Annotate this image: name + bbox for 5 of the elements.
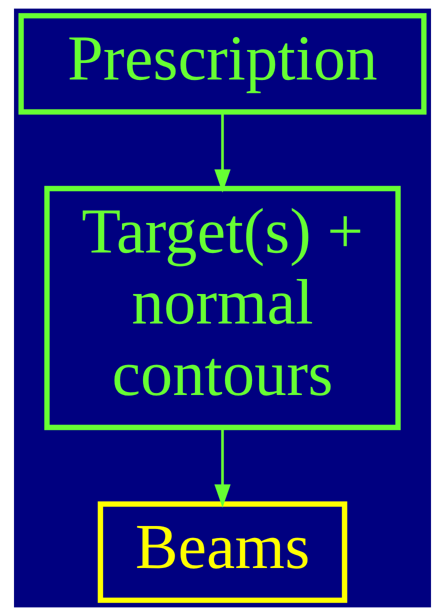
arrow [214,428,231,508]
node-box: Prescription [18,13,427,115]
node-box: Beams [98,501,348,603]
arrow [214,112,231,193]
node-box: Target(s) + normal contours [44,186,401,430]
